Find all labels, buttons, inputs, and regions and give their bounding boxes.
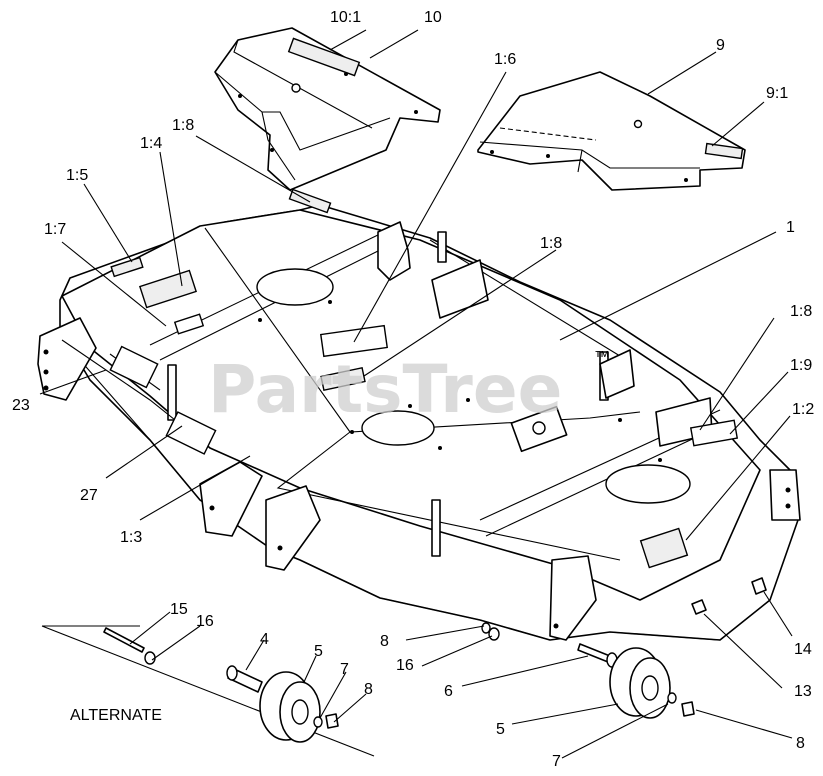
callout-1-5: 1:5	[66, 167, 88, 184]
leader-lines	[39, 29, 793, 759]
callout-6: 6	[444, 683, 453, 700]
callout-9-1: 9:1	[766, 85, 788, 102]
callout-1-8-center: 1:8	[540, 235, 562, 252]
callout-1-9: 1:9	[790, 357, 812, 374]
mower-deck-housing[interactable]	[37, 188, 801, 641]
callout-1-2: 1:2	[792, 401, 814, 418]
callout-15: 15	[170, 601, 188, 618]
baffle-part-10[interactable]	[214, 27, 441, 191]
baffle-part-9[interactable]	[477, 71, 746, 191]
callout-1-3: 1:3	[120, 529, 142, 546]
callout-5-alt: 5	[314, 643, 323, 660]
callout-9: 9	[716, 37, 725, 54]
callout-1-4: 1:4	[140, 135, 162, 152]
callout-8-bottom: 8	[796, 735, 805, 752]
callout-1-6: 1:6	[494, 51, 516, 68]
callout-4: 4	[260, 631, 269, 648]
callout-8-alt: 8	[364, 681, 373, 698]
callout-16-alt: 16	[196, 613, 214, 630]
callout-27: 27	[80, 487, 98, 504]
callout-1-8-top: 1:8	[172, 117, 194, 134]
watermark-trademark: ™	[594, 349, 610, 366]
callout-labels: 10:1 10 9 9:1 1:6 1:8 1:4 1:5 1:7 1:8 1 …	[12, 9, 814, 770]
front-wheel-assembly[interactable]	[481, 577, 767, 719]
callout-10-1: 10:1	[330, 9, 361, 26]
callout-7-alt: 7	[340, 661, 349, 678]
callout-23: 23	[12, 397, 30, 414]
callout-7-right: 7	[552, 753, 561, 770]
callout-1-8-right: 1:8	[790, 303, 812, 320]
callout-10: 10	[424, 9, 442, 26]
callout-13: 13	[794, 683, 812, 700]
callout-5-right: 5	[496, 721, 505, 738]
watermark-text: PartsTree	[208, 351, 562, 428]
callout-1-7: 1:7	[44, 221, 66, 238]
callout-8-right: 8	[380, 633, 389, 650]
alternate-label: ALTERNATE	[70, 707, 162, 724]
callout-14: 14	[794, 641, 812, 658]
alternate-wheel-assembly[interactable]	[41, 625, 375, 757]
callout-1: 1	[786, 219, 795, 236]
callout-16-right: 16	[396, 657, 414, 674]
